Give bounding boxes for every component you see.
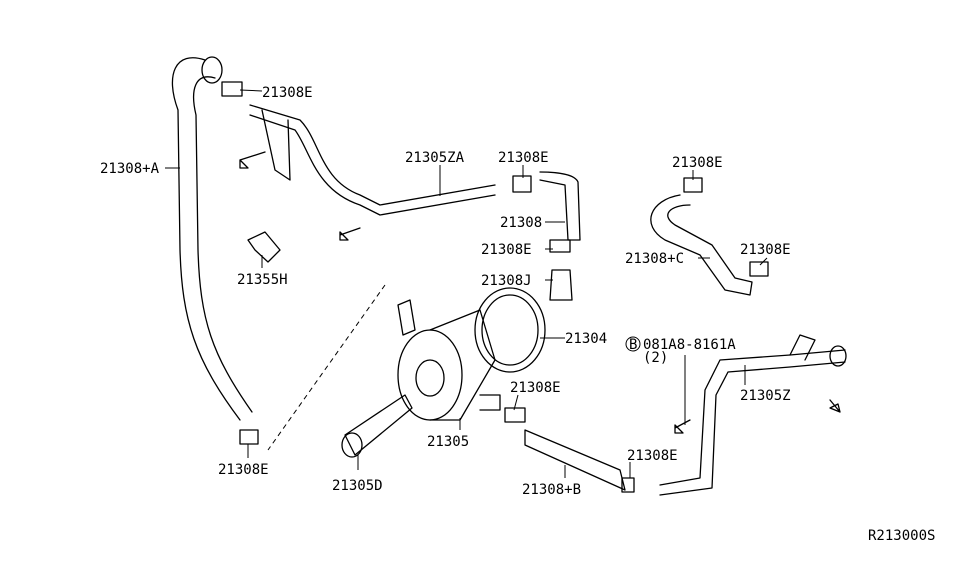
connector-j-shape: [549, 269, 573, 301]
hose-21308-shape: [539, 171, 581, 241]
tube-z-end: [829, 345, 847, 367]
dashed-line: [267, 284, 386, 451]
label-connector-j: 21308J: [481, 273, 532, 289]
label-hose-a: 21308+A: [100, 161, 160, 177]
bolt-badge-circle: [625, 336, 641, 352]
hose-c-shape: [650, 194, 753, 296]
label-tube-za: 21305ZA: [405, 150, 465, 166]
gasket-inner: [481, 294, 539, 366]
label-clamp-mid: 21308E: [498, 150, 549, 166]
cooler-body: [429, 309, 496, 421]
cooler-shape: [397, 329, 463, 421]
label-gasket: 21304: [565, 331, 607, 347]
label-clamp-mid2: 21308E: [481, 242, 532, 258]
clamp-right-top-shape: [683, 177, 703, 193]
label-bracket-h: 21355H: [237, 272, 288, 288]
clamp-mid-shape: [512, 175, 532, 193]
bolt-z-shape: [829, 399, 841, 413]
label-clamp-bottom-right: 21308E: [627, 448, 678, 464]
gasket-shape: [474, 287, 546, 373]
clamp-bottom-left-shape: [239, 429, 259, 445]
tube-z-bracket: [789, 334, 816, 361]
connector-d-shape: [344, 394, 413, 456]
cooler-center: [415, 359, 445, 397]
hose-b-shape: [524, 429, 626, 491]
bolt-shape: [239, 151, 266, 169]
label-connector-d: 21305D: [332, 478, 383, 494]
label-bolt-badge: B: [629, 337, 637, 353]
cooler-pipe: [397, 299, 416, 336]
label-cooler: 21305: [427, 434, 469, 450]
label-clamp-right: 21308E: [740, 242, 791, 258]
tube-za-shape: [249, 104, 496, 216]
label-bolt-qty: (2): [643, 350, 668, 366]
cooler-outlet: [479, 394, 501, 411]
label-tube-z: 21305Z: [740, 388, 791, 404]
label-clamp-right-top: 21308E: [672, 155, 723, 171]
label-hose-b: 21308+B: [522, 482, 581, 498]
label-clamp-cooler: 21308E: [510, 380, 561, 396]
hose-a-shape: [171, 57, 253, 421]
clamp-cooler-shape: [504, 407, 526, 423]
clamp-mid2-shape: [549, 239, 571, 253]
clamp-right-shape: [749, 261, 769, 277]
connector-d-end: [341, 432, 363, 458]
tube-z-shape: [659, 349, 846, 496]
bolt-b-shape: [674, 419, 691, 434]
diagram-ref: R213000S: [868, 528, 935, 544]
hose-a-end: [201, 56, 223, 84]
clamp-top-shape: [221, 81, 243, 97]
tube-za-bracket: [261, 109, 291, 181]
bracket-h-shape: [247, 231, 281, 263]
label-clamp-bottom-left: 21308E: [218, 462, 269, 478]
clamp-bottom-right-shape: [621, 477, 635, 493]
bolt-shape-2: [339, 227, 361, 241]
label-hose-c: 21308+C: [625, 251, 684, 267]
label-bolt-part: 081A8-8161A: [643, 337, 736, 353]
label-hose: 21308: [500, 215, 542, 231]
label-clamp-top: 21308E: [262, 85, 313, 101]
